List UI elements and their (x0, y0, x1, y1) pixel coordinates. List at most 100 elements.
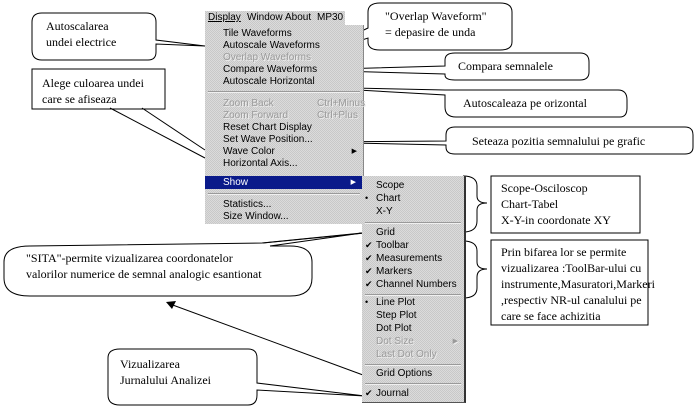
callout-overlap-shape (299, 2, 513, 61)
menu-item-label: Overlap Waveforms (223, 52, 311, 63)
menu-item-grid[interactable]: Grid (362, 226, 464, 239)
menu-separator (365, 364, 461, 366)
callout-journal-shape (107, 348, 366, 406)
menu-item-markers[interactable]: ✔Markers (362, 265, 464, 278)
check-mark-icon: ✔ (365, 240, 373, 250)
menu-item-label: Dot Plot (376, 323, 412, 334)
callout-set-position: Seteaza pozitia semnalului pe grafic (472, 134, 646, 148)
callout-line: Scope-Osciloscop (501, 181, 588, 195)
menu-item-tile-waveforms[interactable]: Tile Waveforms (205, 27, 363, 40)
menu-item-label: Last Dot Only (376, 349, 437, 360)
callout-line: valorilor numerice de semnal analogic es… (26, 267, 262, 281)
menu-item-dot-size: Dot Size▶ (362, 335, 464, 348)
menu-item-step-plot[interactable]: Step Plot (362, 309, 464, 322)
menu-item-horizontal-axis[interactable]: Horizontal Axis... (205, 157, 363, 170)
callout-line: "SITA"-permite vizualizarea coordonatelo… (26, 251, 233, 265)
menu-item-label: Statistics... (223, 199, 272, 210)
callout-grid: "SITA"-permite vizualizarea coordonatelo… (26, 250, 262, 282)
callout-line: care se face achizitia (501, 309, 601, 323)
callout-compare: Compara semnalele (458, 59, 553, 73)
arrowhead (166, 301, 176, 309)
menu-item-compare-waveforms[interactable]: Compare Waveforms (205, 63, 363, 76)
menu-window[interactable]: Window (247, 12, 283, 23)
menu-item-label: Zoom Back (223, 98, 274, 109)
callout-toggles: Prin bifarea lor se permite vizualizarea… (501, 244, 655, 324)
callout-line: Vizualizarea (120, 357, 180, 371)
menu-display[interactable]: Display (208, 12, 241, 23)
menu-item-label: Grid (376, 227, 395, 238)
menu-item-label: X-Y (376, 206, 393, 217)
callout-line: Jurnalului Analizei (120, 373, 211, 387)
callout-wave-color-shape (31, 68, 166, 110)
brace-view-modes (462, 175, 488, 233)
menu-item-wave-color[interactable]: Wave Color ▶ (205, 145, 363, 158)
check-mark-icon: ✔ (365, 253, 373, 263)
show-submenu: Scope •Chart X-Y Grid ✔Toolbar ✔Measurem… (362, 176, 466, 403)
callout-autoscale-shape (31, 12, 206, 61)
menu-item-label: Line Plot (376, 297, 415, 308)
menu-item-set-wave-position[interactable]: Set Wave Position... (205, 133, 363, 146)
menu-item-chart[interactable]: • Chart (362, 192, 464, 205)
menu-item-channel-numbers[interactable]: ✔Channel Numbers (362, 278, 464, 291)
check-mark-icon: ✔ (365, 388, 373, 398)
menu-item-x-y[interactable]: X-Y (362, 205, 464, 218)
menu-item-line-plot[interactable]: • Line Plot (362, 296, 464, 309)
menu-separator (208, 193, 360, 195)
callout-overlap: "Overlap Waveform" = depasire de unda (385, 8, 487, 40)
menu-mp30[interactable]: MP30 (317, 12, 344, 23)
menu-item-label: Journal (376, 388, 409, 399)
callout-line: X-Y-in coordonate XY (501, 213, 611, 227)
menu-item-dot-plot[interactable]: Dot Plot (362, 322, 464, 335)
menu-item-label: Chart (376, 193, 401, 204)
callout-line: ,respectiv NR-ul canalului pe (501, 293, 642, 307)
callout-line: = depasire de unda (385, 25, 476, 39)
menu-about[interactable]: About (285, 12, 312, 23)
menu-item-label: Scope (376, 180, 405, 191)
callout-autoscale-horizontal: Autoscaleaza pe orizontal (463, 96, 587, 110)
menu-separator (365, 222, 461, 224)
menu-separator (208, 91, 360, 93)
menu-item-label: Reset Chart Display (223, 122, 312, 133)
callout-line: care se afiseaza (42, 92, 117, 106)
callout-line: Chart-Tabel (501, 197, 559, 211)
menu-item-label: Measurements (376, 253, 443, 264)
brace-toggles (462, 240, 488, 299)
callout-autoscale-horizontal-shape (304, 86, 628, 118)
menu-item-shortcut: Ctrl+Minus (317, 98, 366, 109)
menu-item-label: Toolbar (376, 240, 409, 251)
menu-item-label: Wave Color (223, 146, 275, 157)
menu-item-label: Compare Waveforms (223, 64, 318, 75)
callout-line: instrumente,Masuratori,Markeri (501, 277, 655, 291)
menu-item-autoscale-waveforms[interactable]: Autoscale Waveforms (205, 39, 363, 52)
radio-mark-icon: • (365, 193, 369, 203)
menu-item-overlap-waveforms: Overlap Waveforms (205, 51, 363, 64)
callout-view-modes-shape (490, 175, 641, 234)
menu-item-label: Dot Size (376, 336, 414, 347)
radio-mark-icon: • (365, 297, 369, 307)
menu-item-size-window[interactable]: Size Window... (205, 210, 363, 223)
menu-item-scope[interactable]: Scope (362, 179, 464, 192)
menu-item-label: Size Window... (223, 211, 289, 222)
callout-line: undei electrice (46, 35, 117, 49)
menu-item-label: Channel Numbers (376, 279, 457, 290)
menu-item-label: Tile Waveforms (223, 28, 292, 39)
menu-item-label: Set Wave Position... (223, 134, 313, 145)
menu-item-autoscale-horizontal[interactable]: Autoscale Horizontal (205, 75, 363, 88)
menu-item-toolbar[interactable]: ✔Toolbar (362, 239, 464, 252)
callout-toggles-shape (490, 239, 649, 326)
menu-item-last-dot-only: Last Dot Only (362, 348, 464, 361)
menu-item-measurements[interactable]: ✔Measurements (362, 252, 464, 265)
menu-item-statistics[interactable]: Statistics... (205, 198, 363, 211)
menu-item-reset-chart-display[interactable]: Reset Chart Display (205, 121, 363, 134)
callout-set-position-shape (299, 126, 694, 155)
check-mark-icon: ✔ (365, 279, 373, 289)
callout-journal: Vizualizarea Jurnalului Analizei (120, 356, 211, 388)
menu-item-grid-options[interactable]: Grid Options (362, 367, 464, 380)
submenu-arrow-icon: ▶ (351, 148, 357, 155)
menu-item-label: Autoscale Horizontal (223, 76, 315, 87)
menu-separator (365, 294, 461, 296)
menu-item-journal[interactable]: ✔Journal (362, 387, 464, 400)
callout-line: "Overlap Waveform" (385, 9, 487, 23)
menu-item-show[interactable]: Show▶ (205, 176, 362, 189)
